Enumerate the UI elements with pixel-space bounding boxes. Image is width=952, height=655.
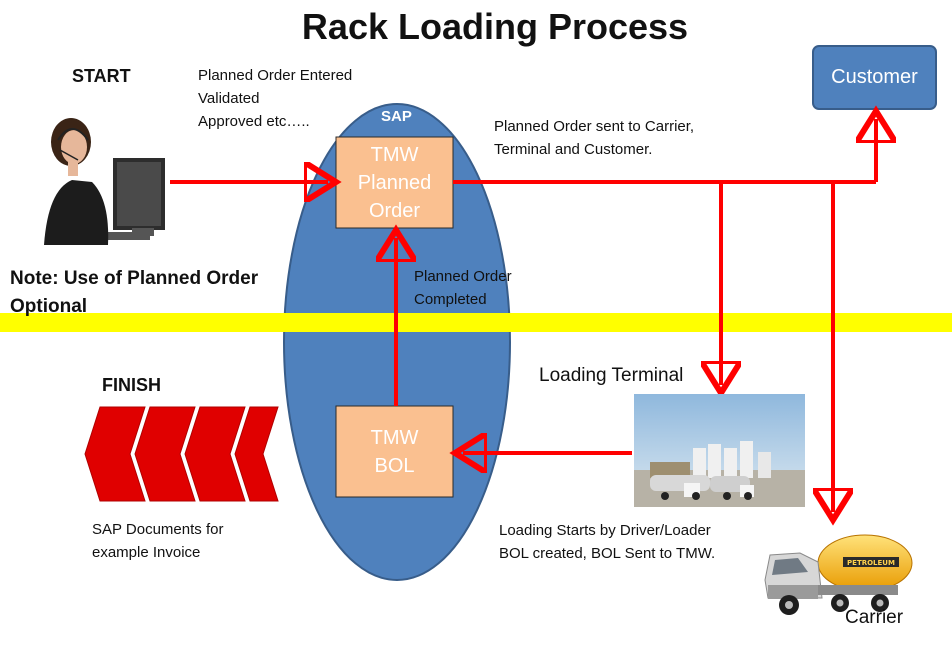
loading-starts-line-2: BOL created, BOL Sent to TMW. (499, 545, 716, 562)
tmw-bol-label: TMW BOL (336, 424, 453, 480)
loading-terminal-label: Loading Terminal (539, 365, 684, 386)
tanker-label: PETROLEUM (847, 559, 895, 567)
tmw-bol-box (335, 405, 454, 498)
process-divider (0, 313, 952, 332)
sent-to-carrier-line-2: Terminal and Customer. (494, 141, 653, 158)
planned-entered-note: Planned Order Entered Validated Approved… (198, 64, 352, 133)
planned-entered-line-2: Validated (198, 90, 260, 107)
customer-box-label: Customer (831, 66, 918, 88)
sap-docs-line-2: example Invoice (92, 544, 201, 561)
page-title: Rack Loading Process (301, 6, 689, 47)
note-label: Note: Use of Planned Order Optional (10, 265, 258, 321)
planned-completed-line-1: Planned Order (414, 268, 512, 285)
planned-entered-line-3: Approved etc….. (198, 113, 310, 130)
tmw-planned-line-3: Order (368, 200, 421, 222)
note-line-2: Optional (10, 296, 88, 317)
chevron-2 (134, 406, 196, 502)
operator-illustration (44, 118, 165, 245)
sap-documents-note: SAP Documents for example Invoice (92, 518, 223, 564)
tmw-bol-line-2: BOL (374, 455, 415, 477)
sap-label: SAP (381, 108, 412, 125)
chevron-4 (234, 406, 279, 502)
loading-starts-note: Loading Starts by Driver/Loader BOL crea… (499, 519, 715, 565)
flow-arrows (170, 119, 876, 512)
carrier-label: Carrier (845, 607, 904, 628)
sap-docs-line-1: SAP Documents for (92, 521, 224, 538)
sent-to-carrier-line-1: Planned Order sent to Carrier, (494, 118, 695, 135)
finish-chevrons (84, 406, 279, 502)
tmw-planned-line-1: TMW (370, 144, 419, 166)
tmw-planned-line-2: Planned (357, 172, 432, 194)
loading-starts-line-1: Loading Starts by Driver/Loader (499, 522, 711, 539)
note-line-1: Note: Use of Planned Order (10, 268, 259, 289)
planned-completed-line-2: Completed (414, 291, 487, 308)
sent-to-carrier-note: Planned Order sent to Carrier, Terminal … (494, 115, 694, 161)
planned-entered-line-1: Planned Order Entered (198, 67, 353, 84)
loading-terminal-image (634, 394, 805, 507)
carrier-truck: PETROLEUM (764, 534, 913, 615)
finish-label: FINISH (102, 375, 162, 395)
chevron-3 (184, 406, 246, 502)
tmw-bol-line-1: TMW (370, 427, 419, 449)
planned-completed-note: Planned Order Completed (414, 265, 512, 311)
start-label: START (72, 66, 131, 86)
tmw-planned-order-label: TMW Planned Order (336, 141, 453, 225)
chevron-1 (84, 406, 146, 502)
